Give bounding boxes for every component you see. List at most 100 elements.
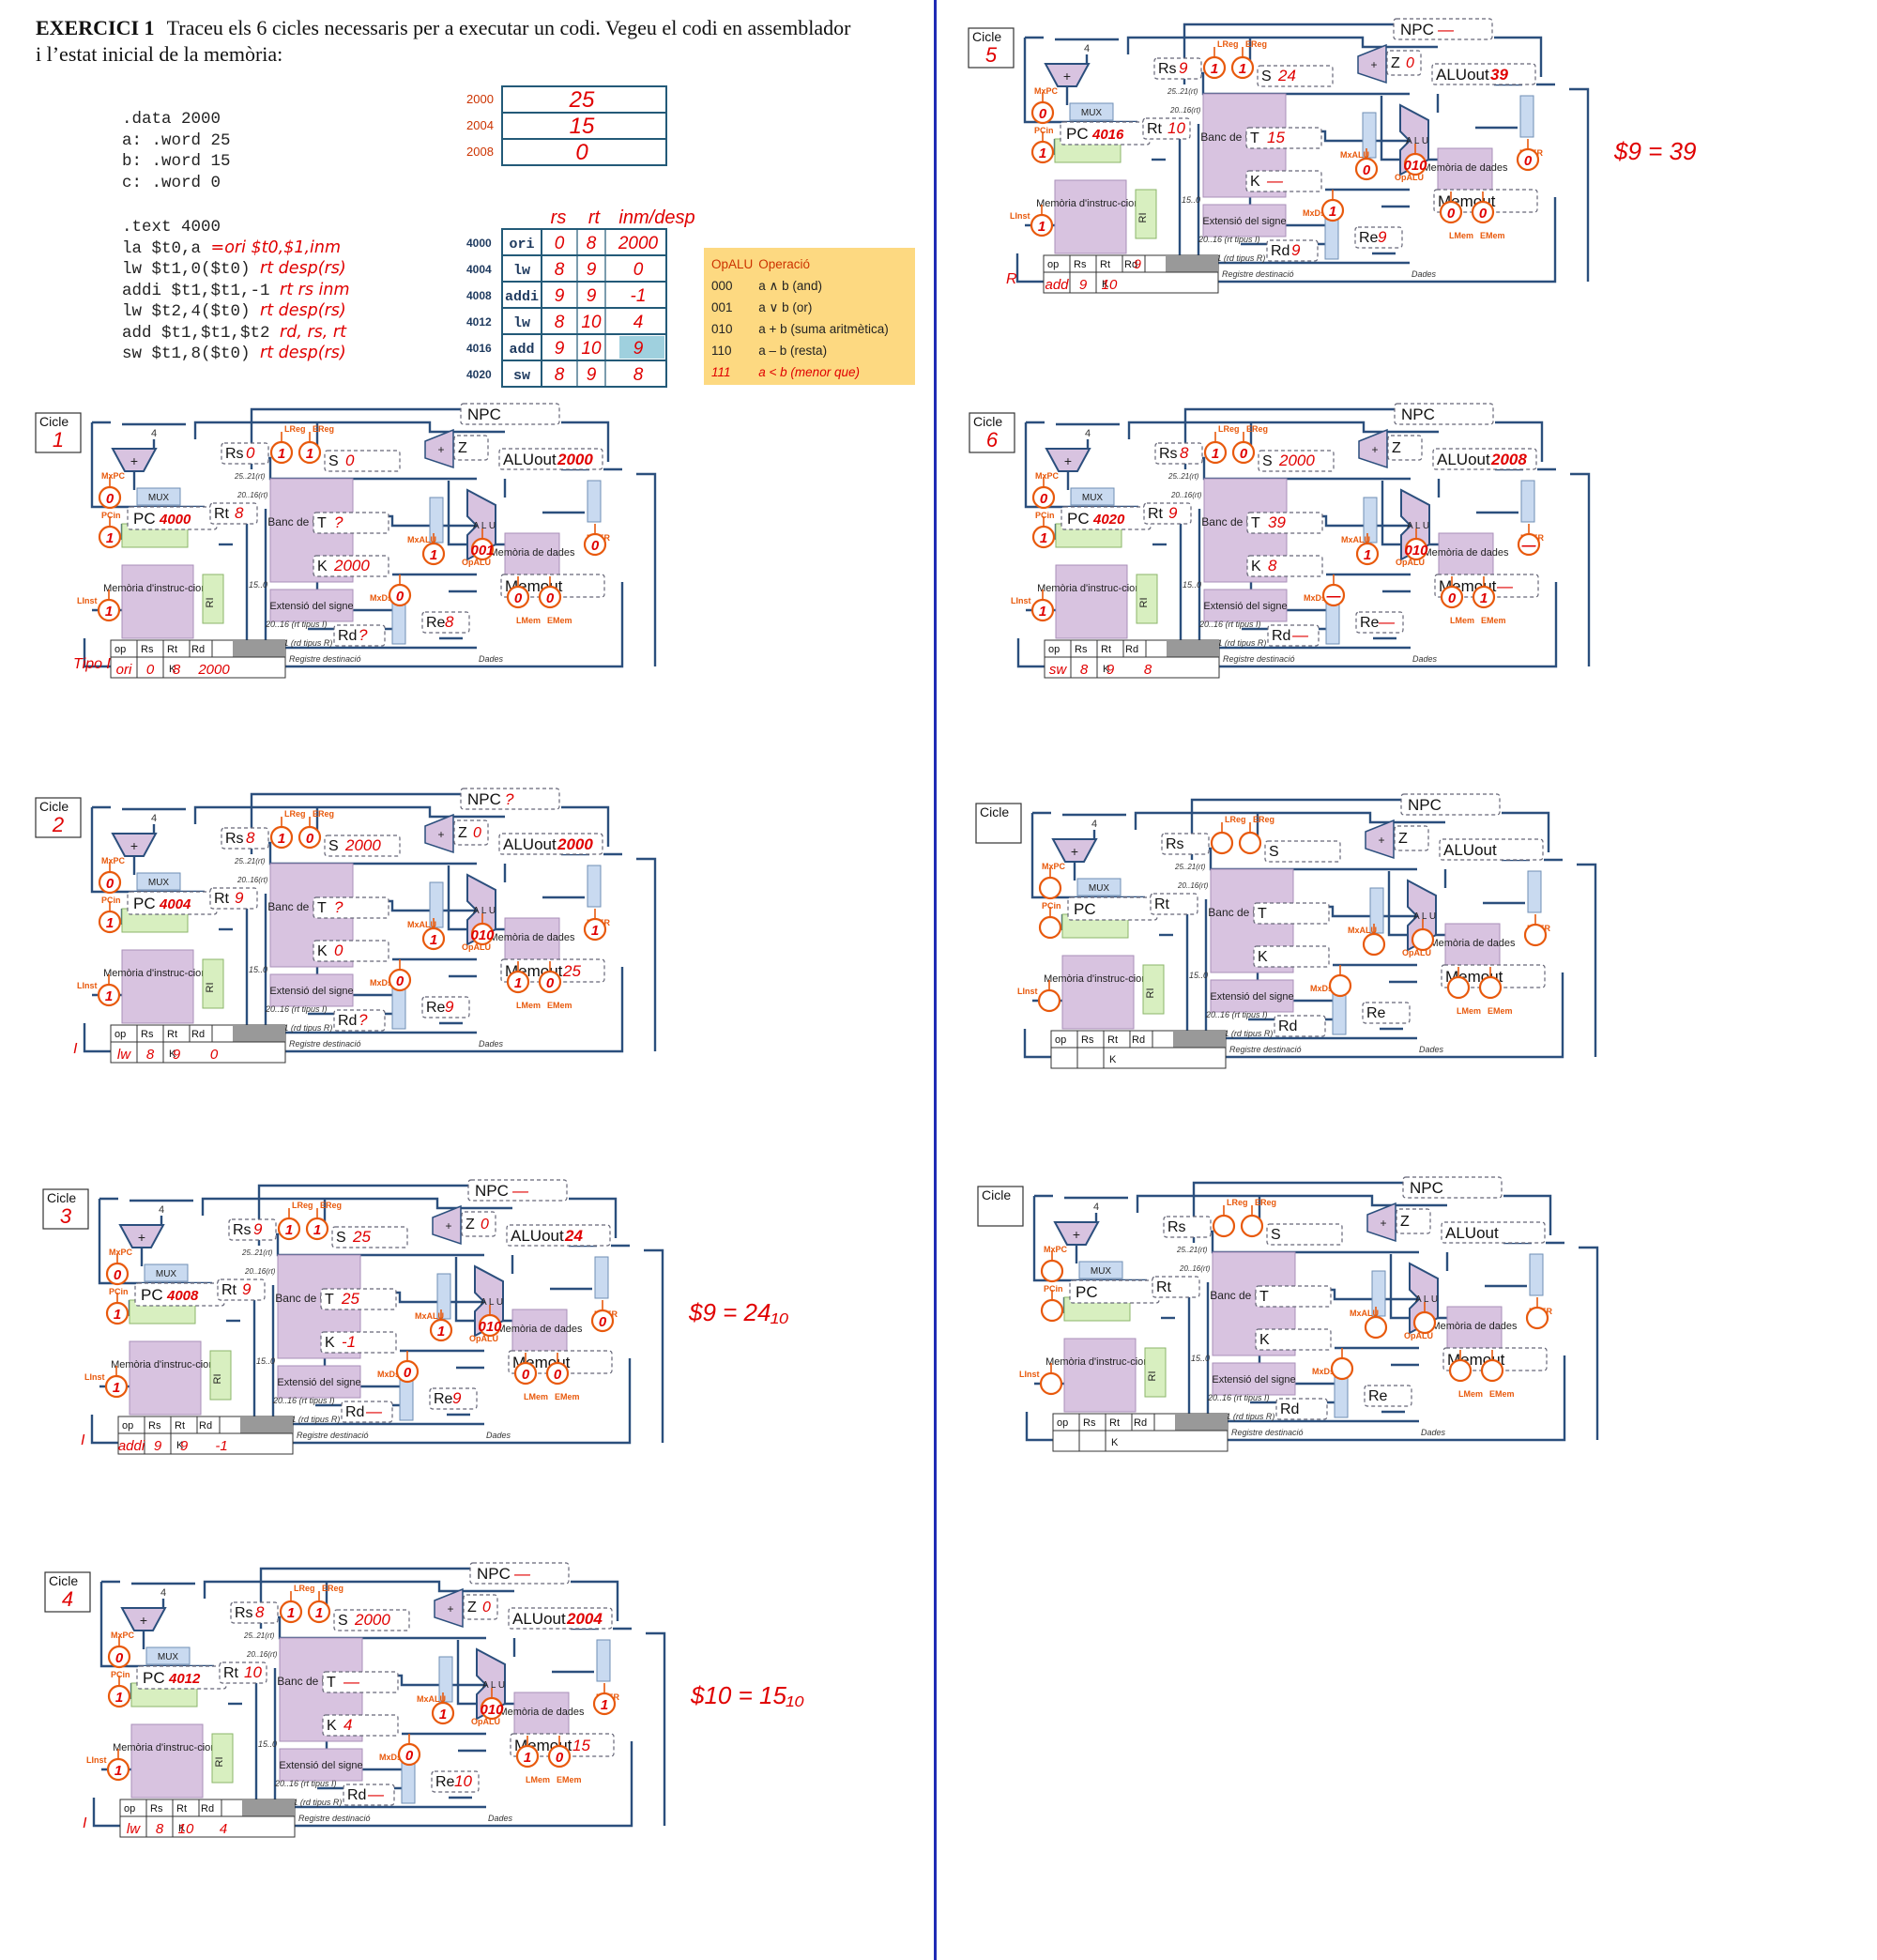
pc-value: 4016: [1091, 127, 1124, 143]
lreg-label: LReg: [294, 1584, 315, 1593]
mxpc-label: MxPC: [101, 471, 126, 481]
rt-label: Rt: [1147, 121, 1163, 137]
rd-label: Rd: [1280, 1401, 1299, 1417]
const-four: 4: [159, 1204, 164, 1216]
field-rs-label: Rs: [148, 1420, 161, 1432]
rd-label: Rd: [338, 1013, 357, 1029]
pcin-label: PCin: [1034, 126, 1054, 135]
field-rd-label: Rd: [1134, 1417, 1147, 1429]
bits-label: 15..0: [1182, 195, 1200, 205]
lmem-value: 1: [524, 1750, 531, 1766]
emem-value: 0: [556, 1750, 564, 1766]
field-rd-label: Rd: [1125, 644, 1138, 655]
mux-er: [595, 1257, 608, 1298]
field-rt-value: 9: [173, 1047, 181, 1063]
datapath-panel-cycle-5: +4+MUXPC4016Memòria d'instruc-cionsRIBan…: [969, 19, 1766, 385]
itab-rs: 8: [555, 365, 565, 385]
dades-label: Dades: [479, 1039, 504, 1049]
mem-value: 25: [569, 87, 595, 113]
cycle-number: 1: [53, 428, 64, 452]
bits-label: 20..16 (rt tipus I): [1198, 620, 1261, 629]
mux-dst: [402, 1762, 415, 1803]
ri-label: RI: [1145, 988, 1156, 999]
s-value: 0: [345, 452, 355, 469]
mxpc-signal: [1040, 878, 1061, 898]
ri-label: RI: [205, 598, 216, 608]
aluout-label: ALUout: [1437, 451, 1490, 468]
linst-label: LInst: [1011, 596, 1031, 605]
pc-label: PC: [133, 510, 156, 528]
instruction-memory: [122, 950, 193, 1023]
mxer-value: —: [1521, 538, 1537, 554]
mxpc-label: MxPC: [111, 1631, 135, 1640]
instruction-memory-label: Memòria d'instruc-cions: [1036, 198, 1145, 209]
aluout-label: ALUout: [511, 1227, 564, 1245]
mxpc-value: 0: [114, 1267, 122, 1283]
emem-label: EMem: [547, 1001, 572, 1010]
ereg-label: EReg: [1253, 815, 1274, 824]
t-value: 39: [1268, 513, 1286, 531]
rt-value: 8: [235, 504, 244, 522]
data-memory-label: Memòria de dades: [1431, 1321, 1518, 1332]
itab-imm: 9: [633, 339, 644, 359]
linst-label: LInst: [86, 1755, 107, 1765]
data-memory-label: Memòria de dades: [489, 547, 575, 559]
bits-label: 20..16 (rt tipus I): [1207, 1393, 1270, 1402]
linst-value: 1: [105, 604, 113, 620]
rt-label: Rt: [221, 1282, 237, 1298]
k-value: -1: [342, 1333, 356, 1351]
k-label: K: [1250, 174, 1260, 190]
z-label: Z: [458, 825, 467, 841]
emem-signal: [1482, 1360, 1503, 1381]
itab-imm: 8: [633, 365, 644, 385]
z-label: Z: [1391, 55, 1400, 71]
regdest-label: Registre destinació: [289, 654, 361, 664]
memout-value: 15: [572, 1737, 590, 1754]
bits-label: 25..21(rt): [1167, 87, 1198, 96]
ri-label: RI: [1147, 1371, 1158, 1382]
mxer-value: 0: [1524, 153, 1533, 169]
rs-value: 8: [246, 829, 255, 847]
cycle-number: 3: [60, 1204, 72, 1228]
mux-dst: [1326, 603, 1339, 644]
sign-extend-label: Extensió del signe: [1203, 601, 1287, 612]
k-value: —: [1266, 172, 1284, 190]
col-rt: rt: [588, 207, 602, 228]
mxpc-value: 0: [106, 491, 114, 507]
pc-label: PC: [141, 1286, 163, 1304]
lreg-label: LReg: [1217, 39, 1239, 49]
code-text-section: .text 4000 la $t0,a =ori $t0,$1,inm lw $…: [122, 216, 350, 364]
field-op-label: op: [124, 1803, 135, 1815]
t-label: T: [325, 1292, 334, 1308]
mux-label: MUX: [1091, 1266, 1112, 1277]
rt-label: Rt: [1156, 1279, 1172, 1295]
wire: [1579, 1248, 1597, 1440]
field-op-label: op: [1048, 644, 1060, 655]
pcin-value: 1: [1040, 530, 1047, 546]
adder-plus: +: [1073, 1227, 1080, 1242]
bits-label: 20..16(rt): [1179, 1264, 1211, 1273]
bits-label: 20..16 (rt tipus I): [1205, 1010, 1268, 1019]
s-label: S: [1261, 69, 1272, 84]
mux-label: MUX: [156, 1269, 177, 1279]
pcin-label: PCin: [111, 1670, 130, 1679]
s-label: S: [1262, 453, 1273, 469]
field-rt-label: Rt: [1100, 259, 1110, 270]
npc-value: —: [1437, 21, 1455, 38]
z-label: Z: [465, 1217, 475, 1233]
npc-label: NPC: [1410, 1179, 1443, 1197]
field-rd-label: Rd: [191, 1029, 205, 1040]
field-rs-value: 8: [146, 1047, 155, 1063]
column-divider: [934, 0, 937, 1960]
alu-label: A L U: [481, 1297, 503, 1308]
s-value: 2000: [354, 1611, 390, 1629]
field-rt-label: Rt: [167, 644, 177, 655]
alu-label: A L U: [1413, 911, 1436, 922]
mxpc-label: MxPC: [1034, 86, 1059, 96]
re-label: Re: [1360, 615, 1380, 631]
dades-label: Dades: [479, 654, 504, 664]
datapath-panel-cycle-3: +4+MUXPC4008Memòria d'instruc-cionsRIBan…: [43, 1180, 841, 1546]
const-four: 4: [1085, 428, 1091, 439]
field-rs-label: Rs: [1075, 644, 1088, 655]
k-label: K: [325, 1335, 335, 1351]
